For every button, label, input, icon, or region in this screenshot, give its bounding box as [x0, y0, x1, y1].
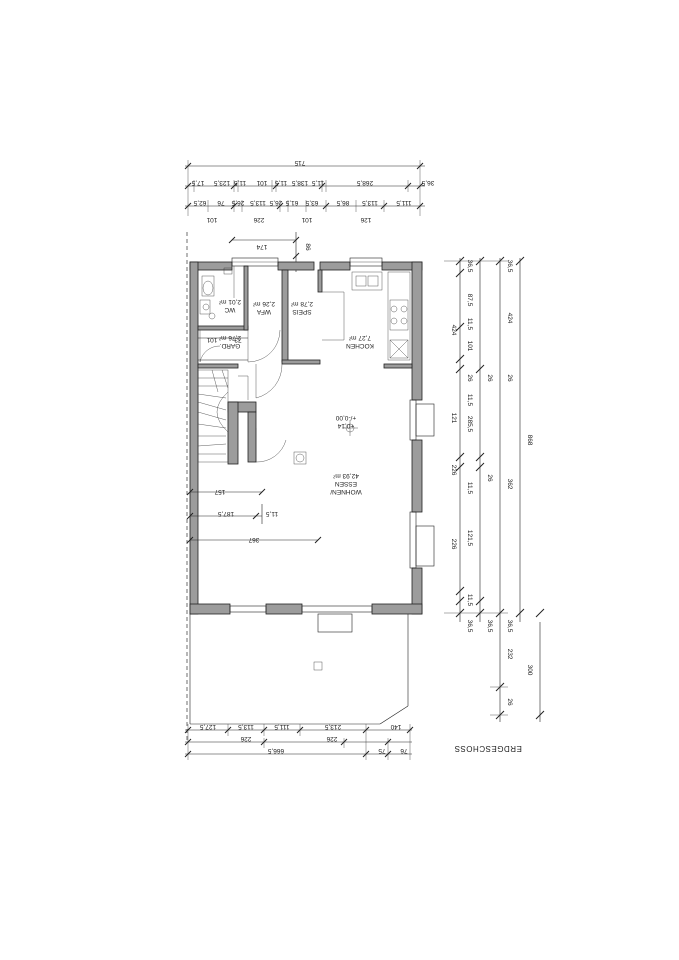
- dim-right-outer-6: 26: [506, 698, 513, 706]
- dim-bottom-3-0: 666,5: [267, 747, 284, 754]
- room-gard-area: 2,76 m²: [218, 334, 241, 341]
- dim-bottom-1-1: 113,5: [238, 723, 254, 730]
- dim-right-inner-0: 36,5: [466, 260, 473, 273]
- terrace: [189, 614, 409, 725]
- room-kochen-area: 7,27 m²: [348, 334, 371, 341]
- room-wfa-area: 2,26 m²: [252, 300, 275, 307]
- dim-right-inner-6: 285,5: [466, 416, 473, 433]
- dim-bottom-3-1: 76: [400, 747, 408, 754]
- dim-top-2-7: 268,5: [356, 179, 373, 186]
- room-wc-area: 2,01 m²: [218, 298, 241, 305]
- dim-right-outer-4: 36,5: [506, 620, 513, 633]
- dim-right-outer-5: 232: [506, 649, 513, 660]
- dim-right-inner-8: 121,5: [466, 530, 473, 547]
- wc-fixtures: [199, 267, 233, 320]
- dim-right-inner-1: 87,5: [466, 294, 473, 307]
- dim-right-inner-7: 11,5: [466, 482, 473, 495]
- dim-right-mid-0: 424: [450, 325, 457, 336]
- dim-right-mid-3: 226: [450, 465, 457, 476]
- dim-bottom-2-0: 226: [240, 735, 251, 742]
- dim-door-height: 86: [304, 243, 311, 251]
- dim-top-3-7: 86,5: [336, 199, 349, 206]
- dim-right-mid-4: 26: [486, 474, 493, 482]
- level-marker-icon: [342, 420, 358, 436]
- dim-top-3b-1: 226: [253, 216, 264, 223]
- bottom-dimension-chains: 127,5 113,5 111,5 213,5 140 226 226 75 6…: [184, 723, 414, 760]
- dim-right-inner-2: 11,5: [466, 318, 473, 331]
- dim-right-terrace: 300: [526, 665, 533, 676]
- windows: [229, 257, 435, 633]
- dim-bottom-1-4: 140: [390, 723, 401, 730]
- inner-dimensions: 73 101 157 187,5 11,5 367: [186, 336, 322, 544]
- room-wohnen-name: WOHNEN/: [330, 488, 362, 495]
- dim-187: 187,5: [217, 510, 234, 517]
- dim-top-3-9: 111,5: [396, 199, 412, 206]
- dim-top-3b-0: 101: [206, 216, 217, 223]
- room-wohnen-name2: ESSEN: [335, 480, 357, 487]
- dim-top-3b-3: 126: [360, 216, 371, 223]
- dim-top-2-8: 36,5: [421, 179, 434, 186]
- dim-top-3-1: 76: [217, 199, 225, 206]
- dim-top-2-5: 138,5: [291, 179, 308, 186]
- dim-73: 73: [234, 336, 242, 343]
- dim-right-mid-6: 36,5: [486, 620, 493, 633]
- dim-right-outer-3: 362: [506, 479, 513, 490]
- dim-bottom-1-0: 127,5: [199, 723, 216, 730]
- dim-top-3-8: 113,5: [362, 199, 378, 206]
- dim-bottom-2-1: 226: [326, 735, 337, 742]
- dim-right-inner-5: 11,5: [466, 394, 473, 407]
- dim-top-3-0: 62,5: [193, 199, 206, 206]
- dim-bottom-1-2: 111,5: [274, 723, 290, 730]
- dim-top-2-2: 11,5: [234, 179, 247, 186]
- dim-157: 157: [214, 488, 225, 495]
- terrace-marker: [313, 661, 323, 671]
- right-dimension-chains: 36,5 87,5 11,5 101 26 11,5 285,5 11,5 12…: [444, 256, 545, 722]
- dim-top-3-6: 63,5: [305, 199, 318, 206]
- room-wohnen-area: 42,93 m²: [332, 472, 358, 479]
- dim-door-width: 174: [256, 243, 267, 250]
- sheet-title: ERDGESCHOSS: [454, 744, 522, 753]
- dim-top-3-4: 26,5: [269, 199, 282, 206]
- dim-right-mid-5: 226: [450, 539, 457, 550]
- level-bottom: +/-0,00: [335, 414, 356, 421]
- room-wc-name: WC: [224, 306, 235, 313]
- dim-top-3-2: 26,5: [231, 199, 244, 206]
- kitchen-fixtures: [293, 271, 411, 465]
- dim-top-3b-2: 101: [301, 216, 312, 223]
- doors: [199, 266, 287, 463]
- dim-right-outer-2: 26: [506, 374, 513, 382]
- top-dimension-chains: 715 17,5 123,5 11,5 101 11,5 138,5 11,5 …: [184, 159, 434, 272]
- dim-top-3-3: 113,5: [250, 199, 266, 206]
- room-kochen-name: KOCHEN: [346, 342, 374, 349]
- dim-top-2-6: 11,5: [312, 179, 325, 186]
- dim-right-outer-0: 36,5: [506, 260, 513, 273]
- dim-101: 101: [206, 336, 217, 343]
- dim-bottom-1-3: 213,5: [324, 723, 341, 730]
- dim-right-mid-1: 26: [486, 374, 493, 382]
- dim-right-outer-1: 424: [506, 313, 513, 324]
- dim-top-3-5: 61,5: [285, 199, 298, 206]
- room-wfa-name: WFA: [256, 308, 271, 315]
- dim-11: 11,5: [266, 510, 279, 517]
- dim-top-2-4: 11,5: [275, 179, 288, 186]
- dim-top-2-0: 17,5: [191, 179, 204, 186]
- dim-right-inner-4: 26: [466, 374, 473, 382]
- dim-367: 367: [248, 536, 259, 543]
- stairs: [197, 369, 249, 463]
- dim-right-inner-9: 11,5: [466, 594, 473, 607]
- dim-total-width: 715: [294, 159, 305, 166]
- room-speis-area: 2,78 m²: [290, 300, 313, 307]
- room-gard-name: GARD.: [220, 342, 241, 349]
- room-speis-name: SPEIS: [292, 308, 312, 315]
- dim-right-inner-3: 101: [466, 341, 473, 352]
- dim-bottom-2-2: 75: [378, 747, 386, 754]
- dim-top-2-1: 123,5: [213, 179, 230, 186]
- dim-top-2-3: 101: [256, 179, 267, 186]
- dim-right-total: 868: [526, 435, 533, 446]
- level-top: +0,14: [337, 422, 354, 429]
- dim-right-mid-2: 121: [450, 413, 457, 424]
- walls: [189, 261, 423, 615]
- dim-right-inner-10: 36,5: [466, 620, 473, 633]
